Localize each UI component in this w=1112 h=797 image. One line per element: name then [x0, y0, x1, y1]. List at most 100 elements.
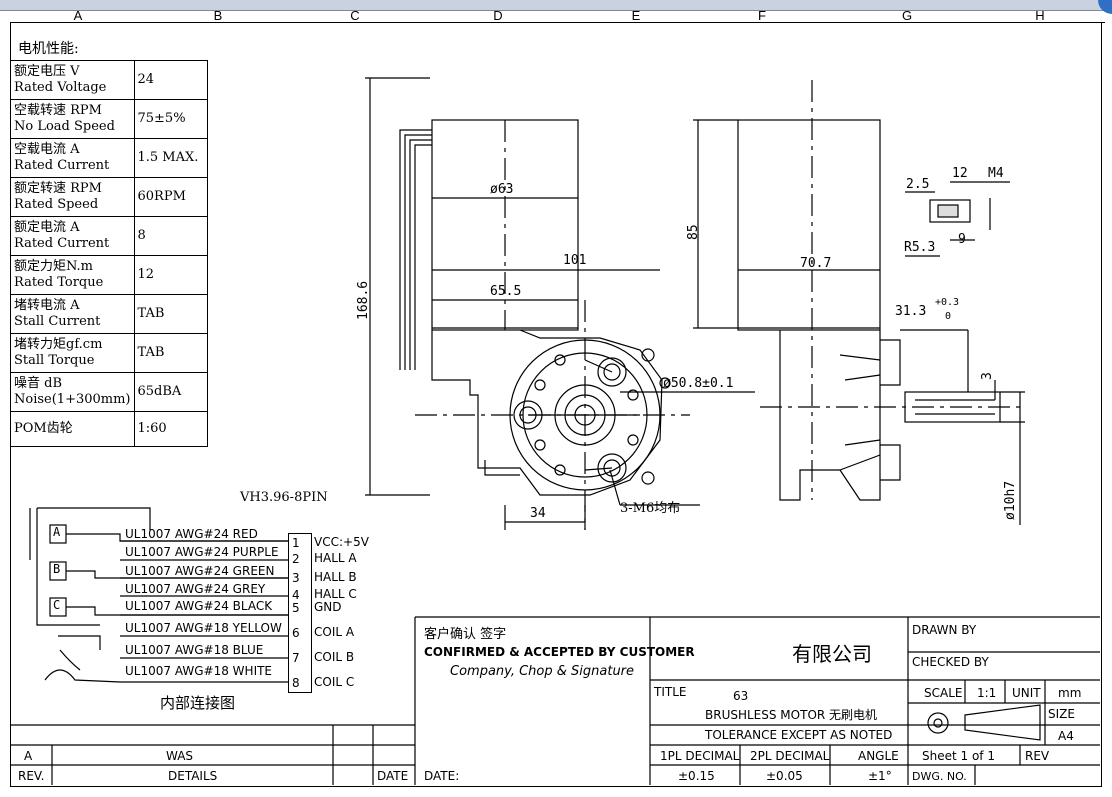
- confirm-en: CONFIRMED & ACCEPTED BY CUSTOMER: [424, 645, 695, 659]
- zone-label-c: C: [350, 8, 360, 23]
- hall-a-box: A: [53, 525, 61, 539]
- dim-85: 85: [686, 224, 701, 240]
- sheet-label: Sheet 1 of 1: [922, 749, 995, 763]
- dim-tol-lower: 0: [945, 311, 952, 322]
- hall-b-box: B: [53, 562, 61, 576]
- zone-label-g: G: [901, 8, 913, 23]
- perf-param-en: Rated Torque: [14, 275, 104, 290]
- perf-param-en: No Load Speed: [14, 119, 115, 134]
- pin-signal: HALL C: [314, 587, 357, 601]
- dim-diameter-63: ø63: [490, 182, 514, 197]
- zone-label-a: A: [73, 8, 83, 23]
- scale-label: SCALE: [924, 686, 963, 700]
- zone-label-e: E: [631, 8, 641, 23]
- pin-signal: VCC:+5V: [314, 535, 369, 549]
- decimal-2-value: ±0.05: [766, 769, 803, 783]
- wire-label: UL1007 AWG#24 RED: [125, 527, 258, 541]
- confirm-cn: 客户确认 签字: [424, 627, 507, 642]
- dim-34: 34: [530, 506, 546, 521]
- dim-12: 12: [952, 166, 968, 181]
- perf-value: 24: [133, 60, 208, 100]
- pin-signal: HALL A: [314, 551, 357, 565]
- dim-holes: 3-M6均布: [620, 501, 681, 516]
- title-number: 63: [733, 689, 749, 703]
- wire-label: UL1007 AWG#18 YELLOW: [125, 621, 282, 635]
- perf-param-en: Noise(1+300mm): [14, 392, 131, 407]
- dim-65-5: 65.5: [490, 284, 522, 299]
- wiring-caption: 内部连接图: [160, 694, 236, 712]
- wire-label: UL1007 AWG#24 GREY: [125, 582, 266, 596]
- unit-value: mm: [1058, 686, 1082, 700]
- tolerance-header: TOLERANCE EXCEPT AS NOTED: [705, 728, 893, 742]
- zone-label-f: F: [758, 8, 766, 23]
- wire-label: UL1007 AWG#24 BLACK: [125, 599, 273, 613]
- perf-param-cn: 额定转速 RPM: [14, 181, 102, 196]
- perf-value: 65dBA: [133, 372, 208, 412]
- perf-value: 8: [133, 216, 208, 256]
- date-field: DATE:: [424, 769, 460, 783]
- unit-label: UNIT: [1012, 686, 1041, 700]
- perf-param: POM齿轮: [10, 411, 135, 447]
- wire-label: UL1007 AWG#18 BLUE: [125, 643, 264, 657]
- perf-param-cn: POM齿轮: [14, 421, 73, 436]
- decimal-2: 2PL DECIMAL: [750, 749, 830, 763]
- pin-number: 7: [292, 651, 300, 665]
- pin-signal: GND: [314, 600, 342, 614]
- rev-label: REV.: [18, 769, 45, 783]
- perf-value: TAB: [133, 333, 208, 373]
- dim-3: 3: [980, 372, 995, 380]
- pin-number: 1: [292, 536, 300, 550]
- dim-tol-upper: +0.3: [935, 297, 960, 308]
- pin-number: 3: [292, 571, 300, 585]
- pin-signal: COIL B: [314, 650, 355, 664]
- pin-signal: HALL B: [314, 570, 357, 584]
- dim-70-7: 70.7: [800, 256, 832, 271]
- dim-m4: M4: [988, 166, 1004, 181]
- connector-label: VH3.96-8PIN: [240, 490, 328, 505]
- perf-param-en: Rated Current: [14, 236, 110, 251]
- pin-number: 5: [292, 601, 300, 615]
- details-label: DETAILS: [168, 769, 218, 783]
- perf-title: 电机性能:: [18, 41, 79, 57]
- perf-param-cn: 空载转速 RPM: [14, 103, 102, 118]
- dim-101: 101: [563, 253, 587, 268]
- was-label: WAS: [166, 749, 194, 763]
- perf-value: 60RPM: [133, 177, 208, 217]
- perf-param-cn: 空载电流 A: [14, 142, 80, 157]
- perf-value: 1.5 MAX.: [133, 138, 208, 178]
- perf-value: 1:60: [133, 411, 208, 447]
- dim-2-5: 2.5: [906, 177, 930, 192]
- checked-by: CHECKED BY: [912, 655, 989, 669]
- perf-param-cn: 噪音 dB: [14, 376, 63, 391]
- perf-param-cn: 堵转力矩gf.cm: [14, 337, 103, 352]
- pin-number: 4: [292, 588, 300, 602]
- pin-number: 8: [292, 676, 300, 690]
- scale-value: 1:1: [977, 686, 997, 700]
- perf-param-en: Rated Voltage: [14, 80, 107, 95]
- angle-value: ±1°: [868, 769, 892, 783]
- pin-signal: COIL A: [314, 625, 355, 639]
- pin-number: 6: [292, 626, 300, 640]
- wire-label: UL1007 AWG#24 PURPLE: [125, 545, 279, 559]
- decimal-1: 1PL DECIMAL: [660, 749, 740, 763]
- decimal-1-value: ±0.15: [678, 769, 715, 783]
- drawn-by: DRAWN BY: [912, 623, 977, 637]
- wire-label: UL1007 AWG#18 WHITE: [125, 664, 273, 678]
- perf-param-en: Rated Speed: [14, 197, 99, 212]
- motor-body-side: [737, 119, 881, 331]
- perf-param-en: Rated Current: [14, 158, 110, 173]
- perf-param-cn: 额定电流 A: [14, 220, 80, 235]
- title-label: TITLE: [654, 685, 687, 699]
